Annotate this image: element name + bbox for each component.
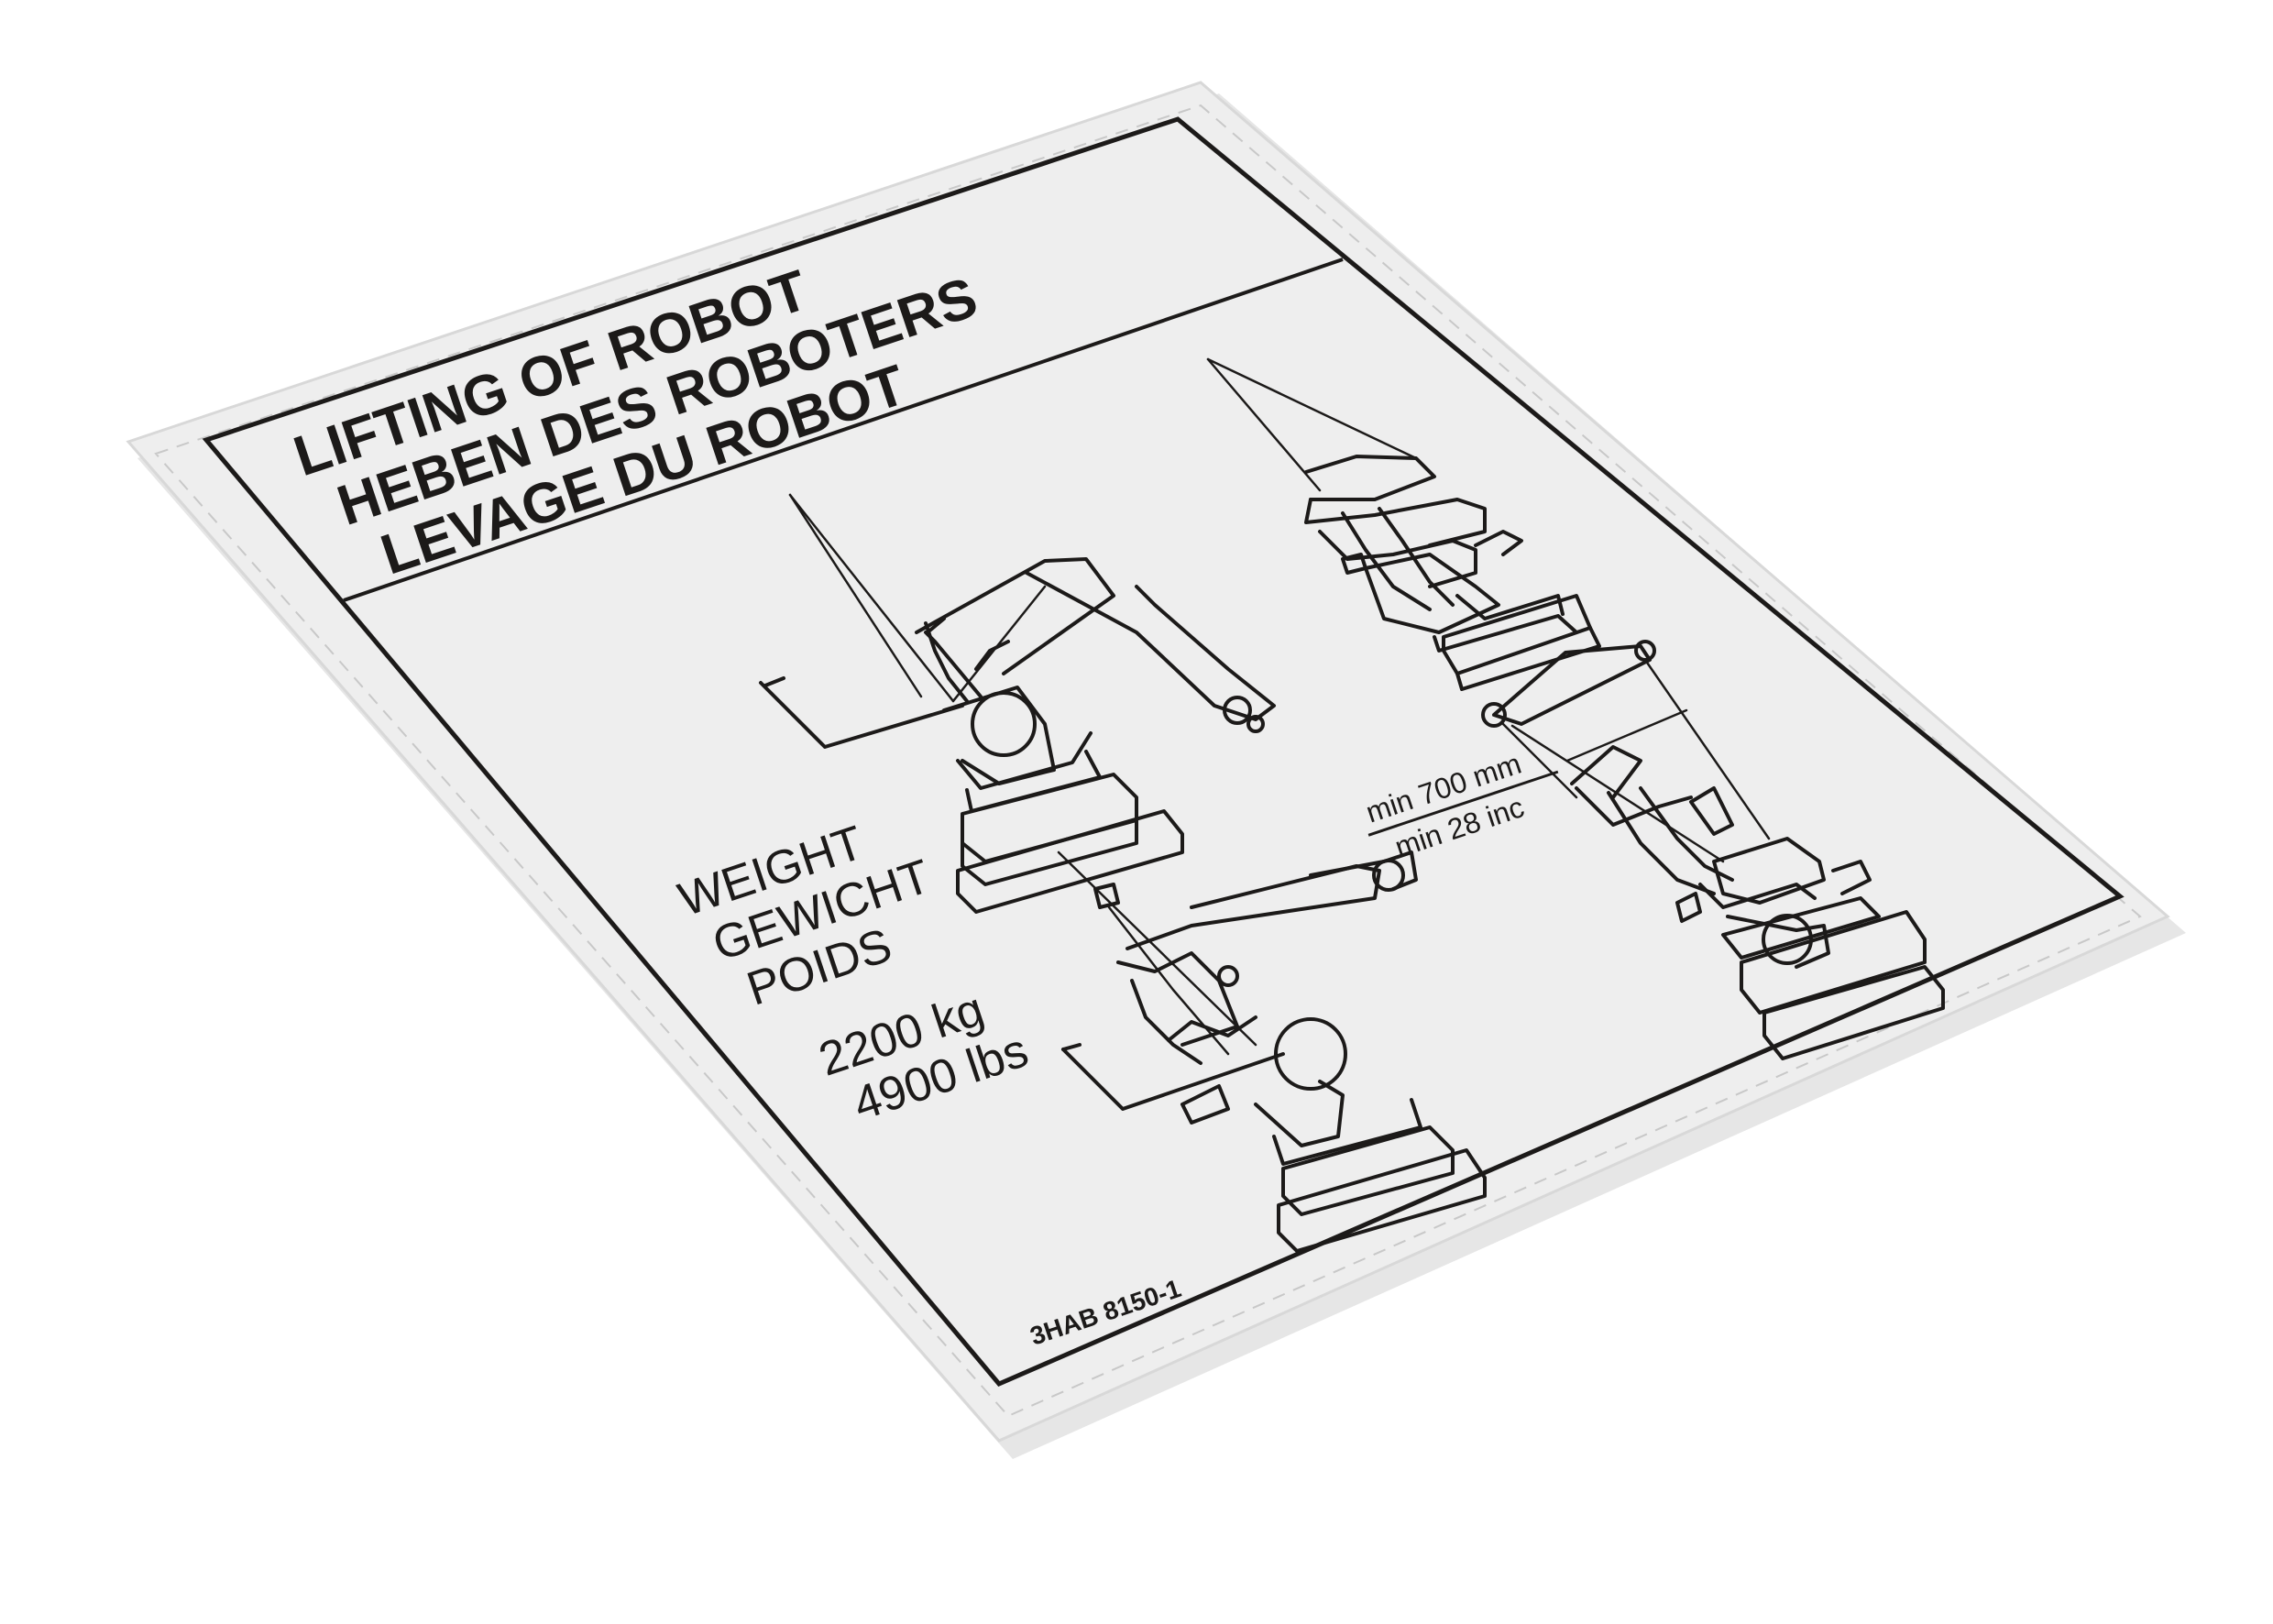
title-divider — [343, 258, 1344, 602]
robot-diagram-side-view-1 — [759, 493, 1276, 914]
sign-card-dashed-edge — [154, 104, 2142, 1418]
min-distance-fraction-bar — [1367, 770, 1559, 837]
robot-diagram-side-view-2 — [1057, 850, 1487, 1253]
robot-diagram-back-view-2 — [1481, 640, 1945, 1060]
robot-diagram-back-view-1 — [1206, 357, 1601, 691]
sign-border — [202, 116, 2125, 1388]
sign-card — [126, 81, 2170, 1443]
